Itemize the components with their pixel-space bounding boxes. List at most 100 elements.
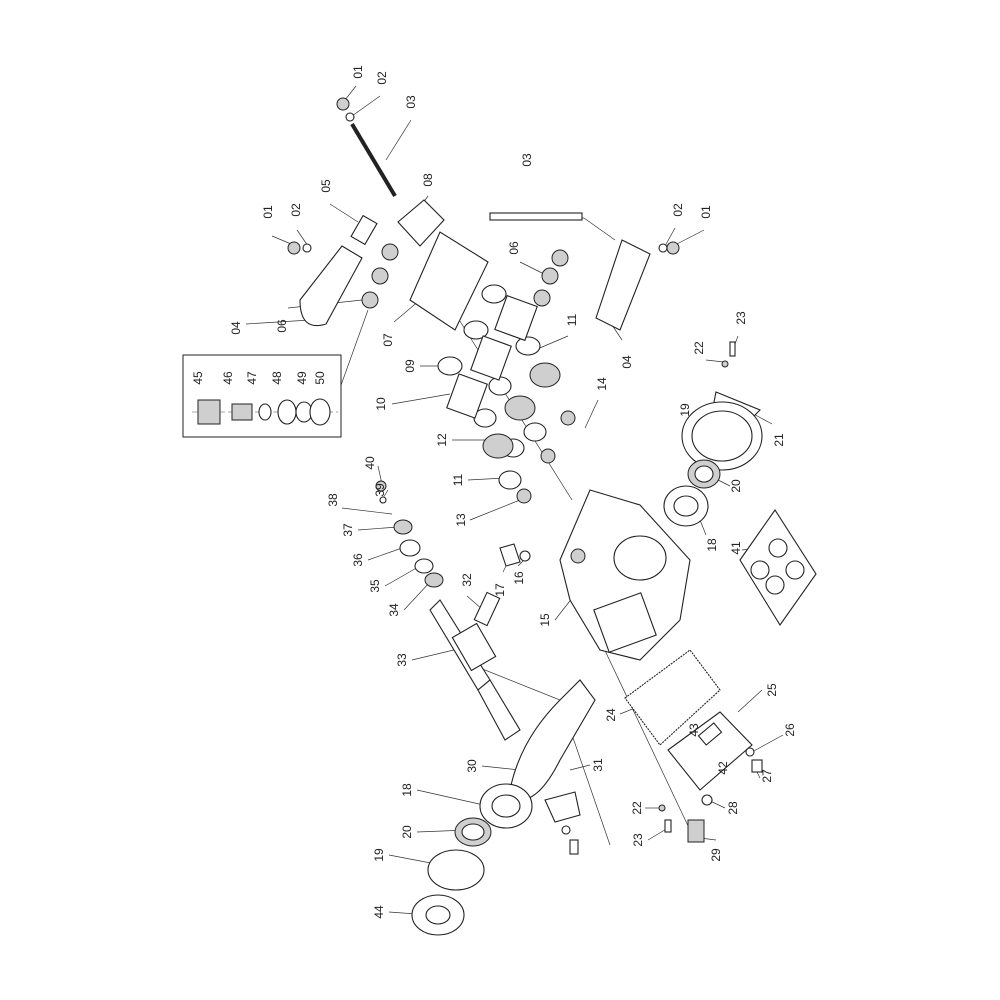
part-number-label: 30: [465, 759, 479, 773]
part-body: [593, 592, 657, 653]
part-body: [451, 622, 497, 672]
part-number-label: 01: [699, 205, 713, 219]
part-number-label: 47: [245, 371, 259, 385]
part-number-label: 45: [191, 371, 205, 385]
part-number-label: 03: [404, 95, 418, 109]
leader-line: [341, 507, 393, 515]
part-ring: [570, 548, 586, 564]
part-ring: [277, 399, 297, 425]
part-number-label: 20: [729, 479, 743, 493]
part-ring: [540, 448, 556, 464]
part-ring: [488, 376, 512, 396]
part-ring: [533, 289, 551, 307]
leader-line: [583, 217, 616, 241]
part-number-label: 18: [400, 783, 414, 797]
part-ring: [551, 249, 569, 267]
part-number-label: 01: [261, 205, 275, 219]
part-number-label: 37: [341, 523, 355, 537]
leader-line: [385, 119, 412, 161]
part-body: [446, 373, 488, 419]
part-number-label: 28: [726, 801, 740, 815]
leader-line: [351, 95, 381, 117]
part-ring: [745, 747, 755, 757]
part-number-label: 03: [520, 153, 534, 167]
part-ring: [414, 558, 434, 574]
part-number-label: 49: [295, 371, 309, 385]
part-ring: [482, 433, 514, 459]
part-ring: [361, 291, 379, 309]
leader-line: [584, 399, 599, 429]
part-ring: [658, 804, 666, 812]
part-number-label: 09: [403, 359, 417, 373]
part-number-label: 41: [729, 541, 743, 555]
part-ring: [750, 560, 770, 580]
part-body: [470, 335, 512, 381]
part-body: [687, 819, 705, 843]
part-body: [729, 341, 736, 357]
part-ring: [491, 794, 521, 818]
part-ring: [481, 284, 507, 304]
part-body: [494, 294, 538, 342]
leader-line: [329, 203, 359, 223]
part-number-label: 17: [493, 583, 507, 597]
part-number-label: 04: [229, 321, 243, 335]
part-ring: [425, 905, 451, 925]
leader-line: [245, 319, 311, 325]
part-ring: [515, 336, 541, 356]
leader-line: [357, 526, 399, 531]
part-number-label: 15: [538, 613, 552, 627]
part-number-label: 10: [374, 397, 388, 411]
part-number-label: 11: [451, 473, 465, 487]
part-number-label: 23: [631, 833, 645, 847]
part-ring: [258, 403, 272, 421]
leader-line: [737, 689, 763, 713]
part-number-label: 31: [591, 758, 605, 772]
part-body: [473, 591, 501, 627]
part-number-label: 23: [734, 311, 748, 325]
part-body: [664, 819, 672, 833]
part-number-label: 25: [765, 683, 779, 697]
leader-line: [672, 229, 705, 247]
part-ring: [336, 97, 350, 111]
part-number-label: 16: [512, 571, 526, 585]
part-number-label: 36: [351, 553, 365, 567]
part-number-label: 05: [319, 179, 333, 193]
part-number-label: 40: [363, 456, 377, 470]
part-number-label: 34: [387, 603, 401, 617]
part-ring: [701, 794, 713, 806]
leader-line: [403, 581, 431, 611]
part-ring: [658, 243, 668, 253]
leader-line: [384, 565, 421, 587]
part-number-label: 08: [421, 173, 435, 187]
part-ring: [381, 243, 399, 261]
part-ring: [523, 422, 547, 442]
part-ring: [399, 539, 421, 557]
part-ring: [393, 519, 413, 535]
part-number-label: 19: [372, 848, 386, 862]
leader-line: [534, 335, 569, 351]
part-ring: [461, 823, 485, 841]
part-number-label: 42: [716, 761, 730, 775]
leader-line: [664, 227, 676, 247]
part-ring: [673, 495, 699, 517]
part-body: [350, 214, 378, 246]
part-ring: [504, 395, 536, 421]
part-ring: [613, 535, 667, 581]
leader-line: [367, 547, 403, 561]
part-ring: [309, 398, 331, 426]
part-number-label: 06: [275, 319, 289, 333]
part-number-label: 07: [381, 333, 395, 347]
part-ring: [375, 480, 387, 492]
leader-line: [344, 85, 357, 101]
part-ring: [561, 825, 571, 835]
part-ring: [498, 470, 522, 490]
part-number-label: 06: [507, 241, 521, 255]
part-number-label: 04: [620, 355, 634, 369]
part-number-label: 33: [395, 653, 409, 667]
part-ring: [427, 849, 485, 891]
part-ring: [560, 410, 576, 426]
part-ring: [541, 267, 559, 285]
part-number-label: 12: [435, 433, 449, 447]
part-number-label: 32: [460, 573, 474, 587]
part-ring: [785, 560, 805, 580]
